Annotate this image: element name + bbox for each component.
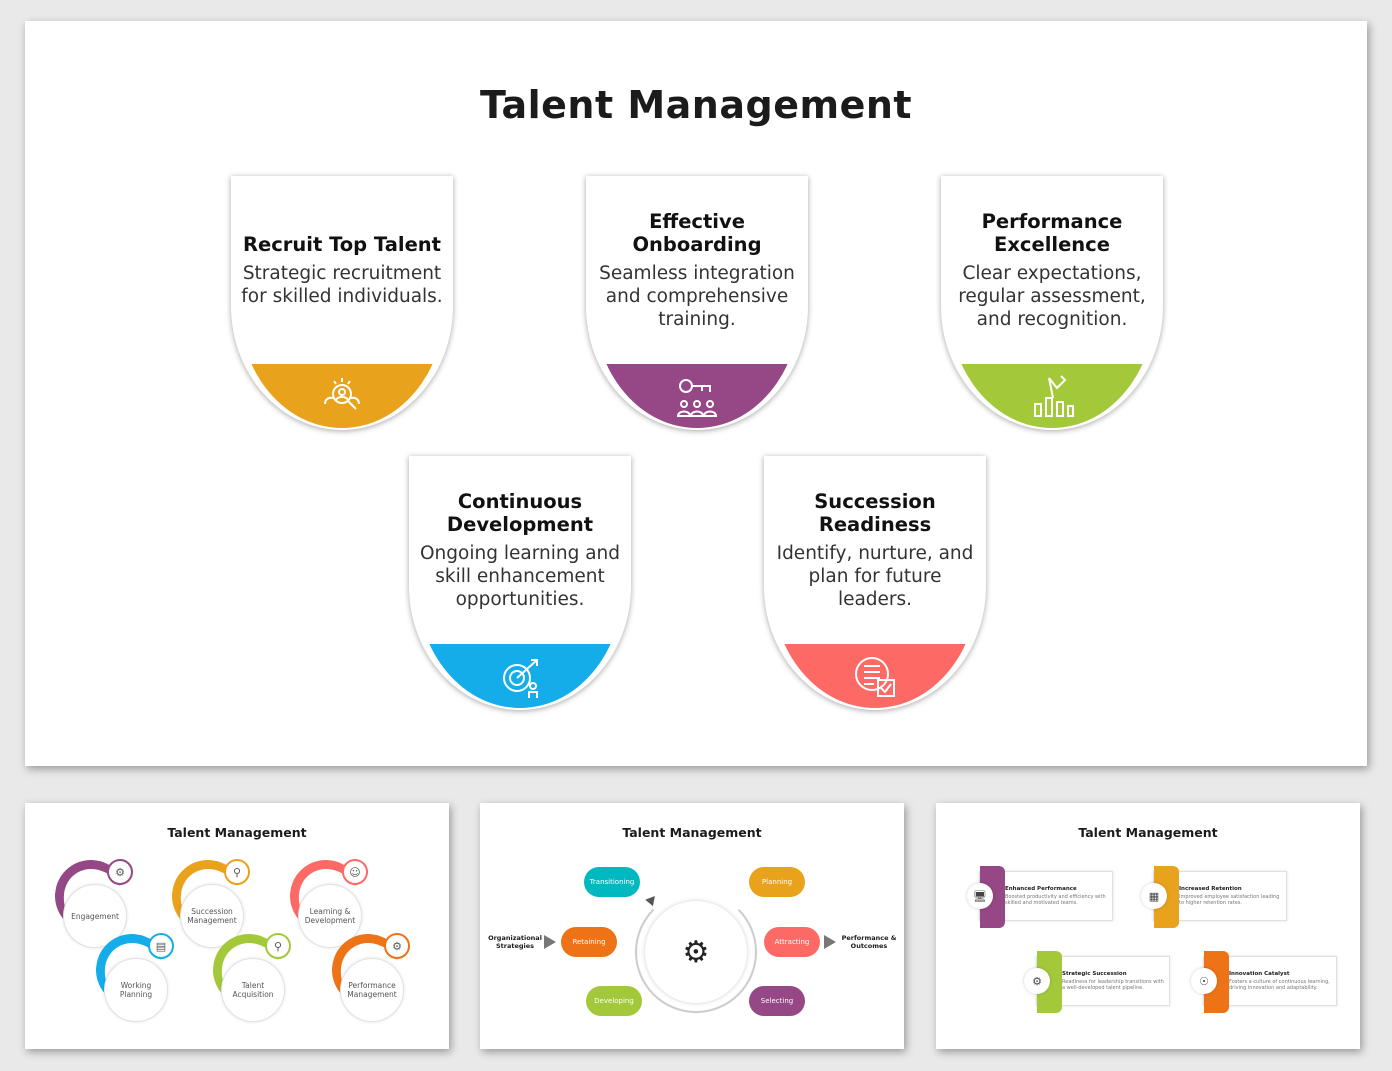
benefit-icon: ▦ xyxy=(1141,883,1167,909)
item-circle[interactable]: Learning & Development xyxy=(298,884,362,948)
main-slide[interactable]: Talent Management Recruit Top Talent Str… xyxy=(25,21,1367,766)
card-shape xyxy=(409,456,631,710)
item-icon: ⚲ xyxy=(265,933,291,959)
item-label: Learning & Development xyxy=(304,907,356,925)
team-star-icon: ⚙ xyxy=(645,901,747,1003)
card-text: Strategic recruitment for skilled indivi… xyxy=(241,262,443,307)
card-title: Performance Excellence xyxy=(981,209,1123,256)
pill-0[interactable]: Transitioning xyxy=(584,867,640,897)
item-label: Working Planning xyxy=(119,981,153,999)
card-shape xyxy=(586,176,808,430)
benefit-title: Enhanced Performance xyxy=(1005,886,1077,892)
benefit-text: Boosted productivity and efficiency with… xyxy=(1005,894,1106,906)
thumb3-title: Talent Management xyxy=(1078,825,1218,840)
item-circle[interactable]: Talent Acquisition xyxy=(221,958,285,1022)
pill-label: Attracting xyxy=(774,938,810,946)
item-icon: ⚙ xyxy=(107,859,133,885)
card-text: Seamless integration and comprehensive t… xyxy=(599,262,795,330)
item-circle[interactable]: Engagement xyxy=(63,884,127,948)
pill-3[interactable]: Attracting xyxy=(764,927,820,957)
arrow-right-icon xyxy=(544,935,556,949)
cycle-ring xyxy=(635,891,757,1013)
card-1[interactable]: Effective Onboarding Seamless integratio… xyxy=(586,176,808,430)
thumbnail-slide-3[interactable]: Talent Management Enhanced Performance B… xyxy=(936,803,1360,1049)
pill-2[interactable]: Retaining xyxy=(561,927,617,957)
development-target-icon xyxy=(503,659,538,698)
card-title: Continuous Development xyxy=(446,489,594,536)
benefit-card[interactable]: Enhanced Performance Boosted productivit… xyxy=(979,866,1113,928)
pill-5[interactable]: Selecting xyxy=(749,986,805,1016)
performance-chart-icon xyxy=(1034,375,1074,417)
pill-label: Transitioning xyxy=(589,878,635,886)
card-title: Succession Readiness xyxy=(814,489,936,536)
card-title: Effective Onboarding xyxy=(632,209,762,256)
benefit-text: Improved employee satisfaction leading t… xyxy=(1179,894,1280,906)
thumbnail-slide-1[interactable]: Talent Management Engagement ⚙ Successio… xyxy=(25,803,449,1049)
succession-checklist-icon xyxy=(855,657,895,697)
card-0[interactable]: Recruit Top Talent Strategic recruitment… xyxy=(231,176,453,430)
pill-4[interactable]: Developing xyxy=(586,986,642,1016)
recruit-search-icon xyxy=(324,378,360,410)
card-text: Identify, nurture, and plan for future l… xyxy=(776,542,974,610)
card-text: Clear expectations, regular assessment, … xyxy=(958,262,1146,330)
card-3[interactable]: Continuous Development Ongoing learning … xyxy=(409,456,631,710)
item-circle[interactable]: Succession Management xyxy=(180,884,244,948)
pill-1[interactable]: Planning xyxy=(749,867,805,897)
benefit-title: Strategic Succession xyxy=(1062,971,1127,977)
item-label: Performance Management xyxy=(347,981,397,999)
thumbnail-slide-2[interactable]: Talent Management ⚙ Organizational Strat… xyxy=(480,803,904,1049)
benefit-title: Innovation Catalyst xyxy=(1229,971,1290,977)
item-circle[interactable]: Working Planning xyxy=(104,958,168,1022)
item-icon: ▤ xyxy=(148,933,174,959)
benefit-icon: 🖥 xyxy=(967,883,993,909)
benefit-text: Fosters a culture of continuous learning… xyxy=(1229,979,1330,991)
arrow-right-icon xyxy=(824,935,836,949)
card-4[interactable]: Succession Readiness Identify, nurture, … xyxy=(764,456,986,710)
item-icon: ⚲ xyxy=(224,859,250,885)
card-text: Ongoing learning and skill enhancement o… xyxy=(420,542,620,610)
onboarding-team-icon xyxy=(676,379,718,417)
left-label: Organizational Strategies xyxy=(488,934,542,950)
slide-title: Talent Management xyxy=(479,83,913,127)
thumb2-title: Talent Management xyxy=(622,825,762,840)
right-label: Performance & Outcomes xyxy=(841,934,897,950)
benefit-text: Readiness for leadership transitions wit… xyxy=(1062,979,1164,991)
benefit-card[interactable]: Strategic Succession Readiness for leade… xyxy=(1036,951,1170,1013)
benefit-card[interactable]: Increased Retention Improved employee sa… xyxy=(1153,866,1287,928)
item-label: Succession Management xyxy=(187,907,237,925)
pill-label: Selecting xyxy=(760,997,794,1005)
item-circle[interactable]: Performance Management xyxy=(340,958,404,1022)
item-label: Talent Acquisition xyxy=(232,981,274,999)
pill-label: Planning xyxy=(761,878,793,886)
card-title: Recruit Top Talent xyxy=(242,232,441,256)
card-2[interactable]: Performance Excellence Clear expectation… xyxy=(941,176,1163,430)
pill-label: Developing xyxy=(594,997,634,1005)
item-label: Engagement xyxy=(71,911,119,921)
benefit-title: Increased Retention xyxy=(1179,886,1242,892)
card-shape xyxy=(764,456,986,710)
item-icon: ☺ xyxy=(342,859,368,885)
benefit-icon: ☉ xyxy=(1191,968,1217,994)
item-icon: ⚙ xyxy=(384,933,410,959)
benefit-icon: ⚙ xyxy=(1024,968,1050,994)
pill-label: Retaining xyxy=(572,938,606,946)
benefit-card[interactable]: Innovation Catalyst Fosters a culture of… xyxy=(1203,951,1337,1013)
thumb1-title: Talent Management xyxy=(167,825,307,840)
